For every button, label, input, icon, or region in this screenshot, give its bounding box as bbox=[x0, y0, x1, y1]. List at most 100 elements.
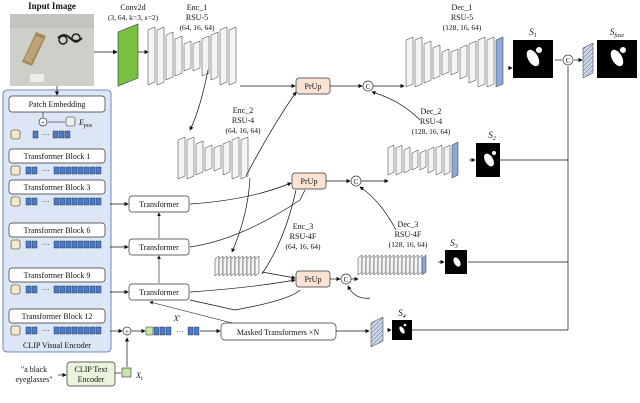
dec2-layer bbox=[427, 146, 435, 174]
patch-token bbox=[77, 326, 84, 335]
enc2-layer bbox=[186, 136, 195, 180]
enc3-params: (64, 16, 64) bbox=[286, 242, 321, 251]
label-s4: S4 bbox=[398, 308, 406, 320]
patch-token bbox=[95, 326, 102, 335]
cls-token bbox=[10, 284, 21, 295]
enc1-layer bbox=[219, 26, 228, 86]
concat-node-fuse: C bbox=[562, 54, 574, 66]
patch-token bbox=[77, 240, 84, 249]
input-image bbox=[10, 14, 94, 86]
patch-token bbox=[53, 285, 60, 294]
dec3-layer bbox=[405, 254, 411, 276]
patch-token bbox=[95, 285, 102, 294]
text-prompt-line1: "a black bbox=[21, 365, 47, 374]
transformer-box-3: Transformer bbox=[128, 283, 190, 301]
patch-token bbox=[89, 166, 96, 175]
svg-text:···: ··· bbox=[43, 131, 50, 139]
svg-text:PrUp: PrUp bbox=[305, 275, 322, 284]
cls-token bbox=[10, 325, 21, 336]
text-embedding-token bbox=[121, 367, 132, 378]
patch-token bbox=[71, 166, 78, 175]
enc2-layer bbox=[222, 140, 231, 176]
token-ellipsis: ··· bbox=[43, 167, 50, 175]
enc1-layer bbox=[210, 31, 219, 81]
enc1-layer bbox=[228, 26, 237, 86]
patch-token bbox=[83, 285, 90, 294]
dec2-block: RSU-4 bbox=[420, 117, 442, 126]
patch-token bbox=[95, 240, 102, 249]
patch-token bbox=[77, 197, 84, 206]
dec3-layer bbox=[373, 254, 379, 276]
clip-transformer-block-label: Transformer Block 12 bbox=[22, 312, 93, 321]
svg-text:CLIP Text: CLIP Text bbox=[75, 365, 109, 374]
dec1-layer bbox=[450, 48, 459, 76]
dec3-layer bbox=[365, 254, 371, 276]
patch-token bbox=[25, 285, 32, 294]
dec2-layer bbox=[411, 149, 419, 171]
side-conv-s4 bbox=[370, 316, 384, 348]
patch-token bbox=[31, 197, 38, 206]
conv-title: Conv2d bbox=[120, 3, 145, 12]
patch-token bbox=[83, 166, 90, 175]
dec3-block: RSU-4F bbox=[395, 230, 422, 239]
patch-token bbox=[83, 197, 90, 206]
dec2-layer bbox=[403, 146, 411, 174]
patch-token bbox=[83, 240, 90, 249]
token-row: ··· bbox=[32, 130, 71, 139]
dec3-layer bbox=[413, 254, 419, 276]
patch-token bbox=[89, 240, 96, 249]
enc2-layer bbox=[177, 136, 186, 180]
dec1-layer bbox=[441, 48, 450, 76]
dec3-layer bbox=[417, 254, 423, 276]
patch-token bbox=[31, 285, 38, 294]
dec1-title: Dec_1 bbox=[452, 3, 473, 12]
patch-token bbox=[71, 285, 78, 294]
patch-token bbox=[31, 166, 38, 175]
conv-params: (3, 64, k=3, s=2) bbox=[108, 13, 159, 22]
patch-token bbox=[77, 285, 84, 294]
dec3-layer bbox=[401, 254, 407, 276]
svg-text:C: C bbox=[566, 57, 571, 65]
patch-embedding-box bbox=[8, 95, 106, 113]
enc3-layer bbox=[242, 255, 248, 277]
prup-box-3: PrUp bbox=[295, 270, 331, 288]
patch-token bbox=[59, 285, 66, 294]
patch-token bbox=[65, 240, 72, 249]
pos-embedding-label: Epos bbox=[78, 118, 93, 129]
dec1-layer bbox=[468, 40, 477, 84]
enc1-title: Enc_1 bbox=[187, 3, 207, 12]
cls-token bbox=[10, 239, 21, 250]
clip-transformer-block-label: Transformer Block 6 bbox=[24, 226, 91, 235]
enc1-layer bbox=[201, 35, 210, 77]
enc1-layer bbox=[165, 31, 174, 81]
dec3-layer bbox=[377, 254, 383, 276]
mask-s3 bbox=[445, 250, 467, 274]
patch-token bbox=[77, 166, 84, 175]
dec1-layer bbox=[477, 36, 486, 88]
dec1-layer bbox=[414, 36, 423, 88]
enc3-layer bbox=[230, 255, 236, 277]
patch-token bbox=[71, 197, 78, 206]
enc3-layer bbox=[254, 255, 260, 277]
mask-sfuse bbox=[597, 40, 637, 78]
dec2-layer bbox=[387, 144, 395, 176]
x-prime-label: X' bbox=[173, 314, 181, 323]
patch-token bbox=[89, 197, 96, 206]
enc2-title: Enc_2 bbox=[233, 106, 253, 115]
svg-text:+: + bbox=[41, 119, 45, 127]
patch-token bbox=[59, 197, 66, 206]
dec1-layer bbox=[405, 36, 414, 88]
dec2-layer bbox=[395, 144, 403, 176]
enc1-block: RSU-5 bbox=[186, 13, 208, 22]
svg-text:+: + bbox=[125, 328, 129, 336]
patch-token bbox=[83, 326, 90, 335]
dec3-layer bbox=[369, 254, 375, 276]
prup-box-2: PrUp bbox=[291, 172, 327, 190]
enc1-layer bbox=[174, 35, 183, 77]
patch-token bbox=[25, 166, 32, 175]
enc3-layer bbox=[222, 255, 228, 277]
dec1-layer bbox=[423, 40, 432, 84]
enc1-layer bbox=[183, 40, 192, 72]
dec2-layer bbox=[419, 149, 427, 171]
dec2-layer bbox=[443, 144, 451, 176]
